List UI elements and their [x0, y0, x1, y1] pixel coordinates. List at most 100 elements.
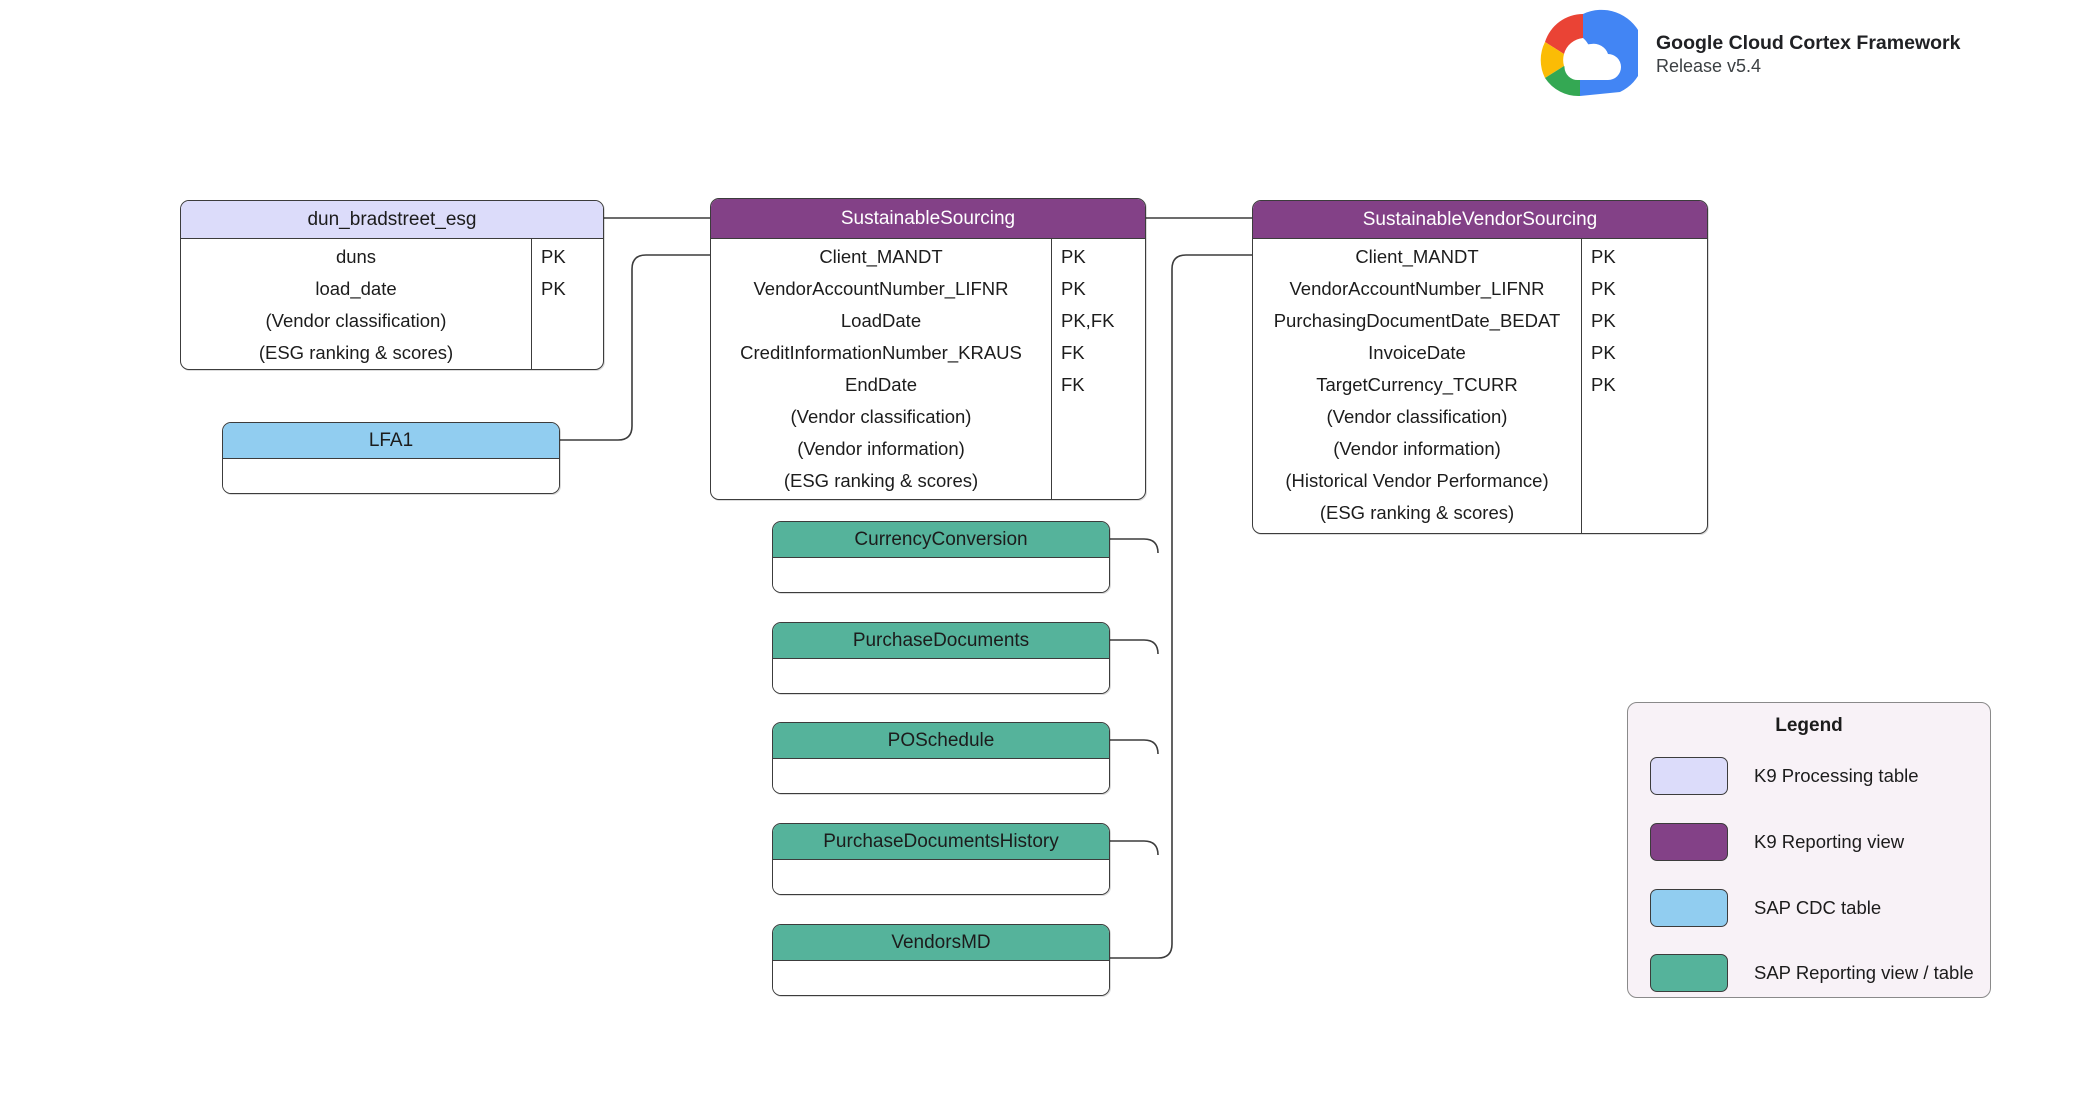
field-row: (Vendor classification) [181, 305, 603, 337]
entity-title-poschedule: POSchedule [773, 723, 1109, 759]
field-name: (Vendor classification) [265, 310, 447, 331]
legend-item-k9-processing-table: K9 Processing table [1650, 757, 1919, 795]
field-row: (Vendor classification) [711, 401, 1145, 433]
entity-title-vendorsmd: VendorsMD [773, 925, 1109, 961]
field-key: PK [1591, 310, 1616, 331]
entity-poschedule[interactable]: POSchedule [772, 722, 1110, 794]
field-key: PK [1591, 342, 1616, 363]
legend-label: SAP Reporting view / table [1754, 962, 1974, 983]
entity-fields-sustainablevendorsourcing: Client_MANDT PK VendorAccountNumber_LIFN… [1253, 239, 1707, 533]
key-column-divider [1581, 239, 1582, 533]
legend-item-sap-reporting-view: SAP Reporting view / table [1650, 954, 1974, 992]
brand-release: Release v5.4 [1656, 55, 1762, 76]
entity-fields-lfa1 [223, 459, 559, 493]
field-name: (Vendor information) [797, 438, 965, 459]
field-key: FK [1061, 374, 1085, 395]
legend-title: Legend [1775, 715, 1843, 736]
field-name: LoadDate [840, 310, 922, 331]
legend-swatch-sap-reporting-view [1650, 954, 1728, 992]
field-row: (Historical Vendor Performance) [1253, 465, 1707, 497]
field-row: InvoiceDate PK [1253, 337, 1707, 369]
field-row: duns PK [181, 241, 603, 273]
field-row: Client_MANDT PK [1253, 241, 1707, 273]
entity-fields-dun-bradstreet-esg: duns PK load_date PK (Vendor classificat… [181, 239, 603, 369]
field-key: FK [1061, 342, 1085, 363]
field-key: PK [541, 278, 566, 299]
field-row: (Vendor information) [1253, 433, 1707, 465]
field-name: InvoiceDate [1368, 342, 1466, 363]
entity-fields-currencyconversion [773, 558, 1109, 592]
key-column-divider [1051, 239, 1052, 499]
legend-item-k9-reporting-view: K9 Reporting view [1650, 823, 1904, 861]
connector-poschedule-to-bus [1110, 739, 1159, 755]
google-cloud-logo-icon [1540, 9, 1638, 97]
connector-purchasedocumentshistory-to-bus [1110, 840, 1159, 856]
connector-purchasedocuments-to-bus [1110, 639, 1159, 655]
field-row: (ESG ranking & scores) [181, 337, 603, 369]
entity-title-purchasedocumentshistory: PurchaseDocumentsHistory [773, 824, 1109, 860]
legend-label: K9 Processing table [1754, 765, 1919, 786]
field-row: Client_MANDT PK [711, 241, 1145, 273]
field-name: CreditInformationNumber_KRAUS [740, 342, 1022, 363]
legend-swatch-sap-cdc-table [1650, 889, 1728, 927]
field-row: (Vendor classification) [1253, 401, 1707, 433]
field-key: PK [1061, 278, 1086, 299]
field-name: Client_MANDT [819, 246, 943, 267]
entity-purchasedocumentshistory[interactable]: PurchaseDocumentsHistory [772, 823, 1110, 895]
entity-sustainablevendorsourcing[interactable]: SustainableVendorSourcing Client_MANDT P… [1252, 200, 1708, 534]
entity-sustainablesourcing[interactable]: SustainableSourcing Client_MANDT PK Vend… [710, 198, 1146, 500]
entity-title-sustainablevendorsourcing: SustainableVendorSourcing [1253, 201, 1707, 239]
entity-lfa1[interactable]: LFA1 [222, 422, 560, 494]
key-column-divider [531, 239, 532, 369]
field-key: PK [1061, 246, 1086, 267]
field-name: (Vendor classification) [790, 406, 972, 427]
brand-title: Google Cloud Cortex Framework [1656, 31, 1961, 54]
field-name: (ESG ranking & scores) [1319, 502, 1515, 523]
field-row: (Vendor information) [711, 433, 1145, 465]
field-key: PK [541, 246, 566, 267]
field-name: load_date [315, 278, 397, 299]
field-name: (Vendor classification) [1326, 406, 1508, 427]
legend-item-sap-cdc-table: SAP CDC table [1650, 889, 1881, 927]
field-name: Client_MANDT [1355, 246, 1479, 267]
entity-purchasedocuments[interactable]: PurchaseDocuments [772, 622, 1110, 694]
legend-swatch-k9-reporting-view [1650, 823, 1728, 861]
field-row: (ESG ranking & scores) [1253, 497, 1707, 529]
legend-swatch-k9-processing-table [1650, 757, 1728, 795]
field-name: PurchasingDocumentDate_BEDAT [1273, 310, 1561, 331]
entity-dun-bradstreet-esg[interactable]: dun_bradstreet_esg duns PK load_date PK … [180, 200, 604, 370]
field-name: VendorAccountNumber_LIFNR [1289, 278, 1545, 299]
entity-title-lfa1: LFA1 [223, 423, 559, 459]
field-row: (ESG ranking & scores) [711, 465, 1145, 497]
field-row: PurchasingDocumentDate_BEDAT PK [1253, 305, 1707, 337]
field-key: PK [1591, 278, 1616, 299]
entity-vendorsmd[interactable]: VendorsMD [772, 924, 1110, 996]
field-name: duns [335, 246, 377, 267]
field-name: (ESG ranking & scores) [783, 470, 979, 491]
field-row: TargetCurrency_TCURR PK [1253, 369, 1707, 401]
field-row: CreditInformationNumber_KRAUS FK [711, 337, 1145, 369]
entity-title-currencyconversion: CurrencyConversion [773, 522, 1109, 558]
field-key: PK,FK [1061, 310, 1115, 331]
entity-fields-vendorsmd [773, 961, 1109, 995]
field-name: VendorAccountNumber_LIFNR [753, 278, 1009, 299]
entity-fields-purchasedocuments [773, 659, 1109, 693]
entity-title-sustainablesourcing: SustainableSourcing [711, 199, 1145, 239]
field-row: VendorAccountNumber_LIFNR PK [711, 273, 1145, 305]
legend-label: K9 Reporting view [1754, 831, 1905, 852]
entity-fields-poschedule [773, 759, 1109, 793]
legend-panel: Legend K9 Processing table K9 Reporting … [1627, 702, 1991, 998]
field-name: (Historical Vendor Performance) [1285, 470, 1549, 491]
field-row: load_date PK [181, 273, 603, 305]
field-name: EndDate [845, 374, 917, 395]
legend-label: SAP CDC table [1754, 897, 1882, 918]
entity-currencyconversion[interactable]: CurrencyConversion [772, 521, 1110, 593]
field-row: VendorAccountNumber_LIFNR PK [1253, 273, 1707, 305]
connector-currencyconversion-to-bus [1110, 538, 1159, 554]
entity-title-dun-bradstreet-esg: dun_bradstreet_esg [181, 201, 603, 239]
field-row: EndDate FK [711, 369, 1145, 401]
entity-fields-sustainablesourcing: Client_MANDT PK VendorAccountNumber_LIFN… [711, 239, 1145, 499]
entity-fields-purchasedocumentshistory [773, 860, 1109, 894]
field-key: PK [1591, 374, 1616, 395]
field-name: (ESG ranking & scores) [258, 342, 454, 363]
